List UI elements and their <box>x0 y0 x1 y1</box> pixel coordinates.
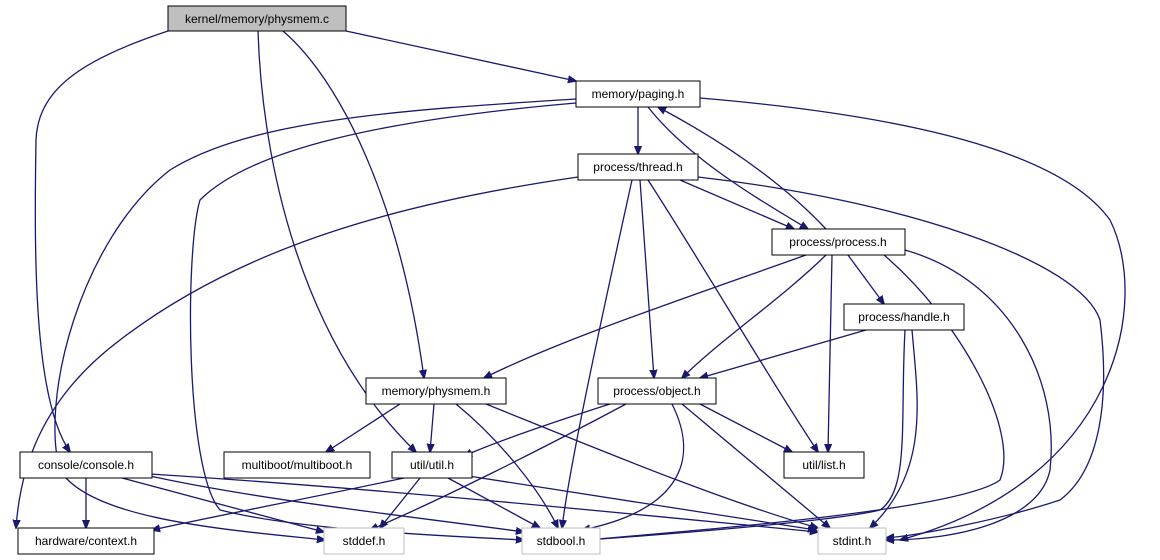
edge-process-h-to-stdint-h <box>886 249 1052 540</box>
edge-paging-h-to-stdint-h <box>699 97 1126 540</box>
edge-process-h-to-handle-h <box>847 254 884 304</box>
node-paging-h[interactable]: memory/paging.h <box>575 80 701 108</box>
node-stdint-h-label: stdint.h <box>833 534 872 548</box>
edge-handle-h-to-stdbool-h <box>586 329 906 540</box>
edge-object-h-to-stdint-h <box>681 403 830 528</box>
node-util-h-label: util/util.h <box>410 458 454 472</box>
edge-physmem-c-to-paging-h <box>345 30 576 81</box>
node-stddef-h-label: stddef.h <box>343 534 386 548</box>
node-context-h[interactable]: hardware/context.h <box>17 527 155 555</box>
node-physmem-h[interactable]: memory/physmem.h <box>365 377 507 405</box>
node-object-h[interactable]: process/object.h <box>597 377 717 405</box>
node-object-h-label: process/object.h <box>613 384 700 398</box>
node-thread-h[interactable]: process/thread.h <box>577 153 699 181</box>
node-thread-h-label: process/thread.h <box>593 160 682 174</box>
edge-process-h-to-paging-h <box>658 107 827 230</box>
node-stdint-h: stdint.h <box>817 527 887 555</box>
edge-handle-h-to-object-h <box>700 329 867 378</box>
node-console-h[interactable]: console/console.h <box>19 451 153 479</box>
edge-handle-h-to-stdint-h <box>870 329 918 528</box>
edges <box>16 30 1126 540</box>
edge-physmem-h-to-stdint-h <box>485 403 818 528</box>
edge-console-h-to-stdbool-h <box>149 475 524 532</box>
edge-paging-h-to-stddef-h <box>54 98 577 540</box>
edge-object-h-to-stddef-h <box>370 403 627 530</box>
edge-object-h-to-stdbool-h <box>582 403 685 530</box>
edge-process-h-to-object-h <box>682 254 827 378</box>
edge-thread-h-to-list-h <box>647 179 818 452</box>
edge-util-h-to-stdint-h <box>461 474 816 530</box>
edge-console-h-to-stdint-h <box>149 473 818 532</box>
node-console-h-label: console/console.h <box>38 458 134 472</box>
edge-thread-h-to-stdint-h <box>697 176 1105 538</box>
edge-process-h-to-list-h <box>828 254 833 452</box>
node-physmem-c[interactable]: kernel/memory/physmem.c <box>167 5 347 32</box>
edge-paging-h-to-process-h <box>647 106 808 229</box>
node-physmem-h-label: memory/physmem.h <box>382 384 491 398</box>
node-stdbool-h: stdbool.h <box>521 527 601 555</box>
node-process-h[interactable]: process/process.h <box>771 228 906 256</box>
edge-physmem-h-to-stdbool-h <box>455 403 558 528</box>
node-multiboot-h[interactable]: multiboot/multiboot.h <box>223 451 371 479</box>
edge-physmem-h-to-util-h <box>430 403 434 452</box>
edge-physmem-c-to-physmem-h <box>282 30 424 378</box>
edge-util-h-to-stdbool-h <box>447 477 540 528</box>
node-stddef-h: stddef.h <box>323 527 405 555</box>
edge-object-h-to-list-h <box>699 403 792 452</box>
edge-thread-h-to-process-h <box>679 179 794 229</box>
node-list-h-label: util/list.h <box>802 458 845 472</box>
edge-physmem-h-to-multiboot-h <box>326 403 401 452</box>
edge-console-h-to-stddef-h <box>121 477 324 532</box>
node-handle-h[interactable]: process/handle.h <box>843 303 965 331</box>
node-handle-h-label: process/handle.h <box>858 310 949 324</box>
edge-thread-h-to-object-h <box>639 179 654 378</box>
node-paging-h-label: memory/paging.h <box>592 87 685 101</box>
node-util-h[interactable]: util/util.h <box>391 451 473 479</box>
edge-object-h-to-util-h <box>464 403 611 456</box>
nodes: kernel/memory/physmem.c memory/paging.h … <box>17 5 965 555</box>
node-context-h-label: hardware/context.h <box>35 534 137 548</box>
edge-thread-h-to-stdbool-h <box>562 179 633 528</box>
node-stdbool-h-label: stdbool.h <box>537 534 586 548</box>
edge-util-h-to-stddef-h <box>380 477 421 528</box>
node-multiboot-h-label: multiboot/multiboot.h <box>242 458 353 472</box>
edge-physmem-c-to-console-h <box>34 30 169 452</box>
edge-process-h-to-physmem-h <box>484 254 807 378</box>
edge-util-h-to-context-h <box>152 477 405 530</box>
node-list-h[interactable]: util/list.h <box>783 451 865 479</box>
node-process-h-label: process/process.h <box>789 235 886 249</box>
edge-process-h-to-stdbool-h <box>586 254 1005 540</box>
node-physmem-c-label: kernel/memory/physmem.c <box>185 12 329 26</box>
